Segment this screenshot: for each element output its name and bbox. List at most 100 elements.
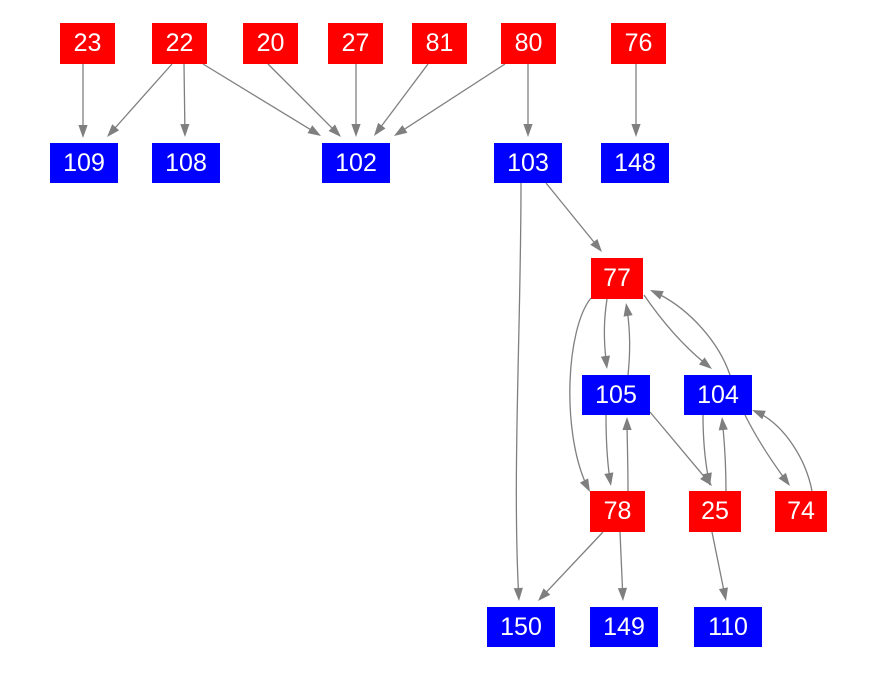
graph-node-label: 104	[697, 380, 739, 409]
graph-node-label: 27	[341, 29, 370, 57]
graph-node-110[interactable]: 110	[694, 607, 762, 647]
edge-arrowhead	[718, 417, 728, 431]
edge-line	[626, 416, 629, 492]
graph-edge-78-to-105	[622, 416, 632, 492]
edge-arrowhead	[623, 303, 633, 317]
graph-node-23[interactable]: 23	[60, 23, 115, 64]
graph-node-102[interactable]: 102	[322, 143, 390, 183]
edge-line	[625, 302, 631, 376]
graph-edge-104-to-77	[649, 289, 731, 376]
graph-edge-80-to-102	[393, 63, 506, 137]
edge-arrowhead	[600, 355, 611, 369]
graph-edge-25-to-104	[718, 416, 728, 492]
graph-node-81[interactable]: 81	[412, 23, 467, 64]
graph-node-104[interactable]: 104	[684, 375, 752, 415]
graph-node-78[interactable]: 78	[590, 491, 645, 532]
graph-node-22[interactable]: 22	[152, 23, 207, 64]
graph-edge-77-to-104	[643, 294, 713, 370]
graph-edge-78-to-150	[537, 531, 604, 602]
graph-edge-78-to-149	[617, 531, 628, 602]
graph-edge-74-to-104	[751, 409, 813, 492]
edge-line	[744, 414, 791, 487]
graph-node-label: 23	[73, 29, 102, 57]
edge-line	[702, 414, 711, 487]
graph-node-76[interactable]: 76	[611, 23, 666, 64]
graph-edge-23-to-109	[78, 64, 88, 138]
graph-node-25[interactable]: 25	[689, 491, 741, 532]
graph-edge-104-to-74	[744, 414, 791, 487]
graph-node-label: 103	[507, 148, 549, 177]
edge-arrowhead	[374, 122, 386, 136]
edge-arrowhead	[394, 125, 408, 136]
edge-arrowhead	[579, 478, 590, 492]
edge-arrowhead	[351, 124, 361, 137]
edge-line	[267, 63, 342, 138]
edge-line	[515, 182, 522, 602]
graph-node-label: 148	[614, 148, 656, 177]
graph-edge-104-to-25	[702, 414, 712, 487]
edge-arrowhead	[107, 124, 120, 137]
graph-edge-25-to-110	[711, 531, 728, 602]
graph-node-label: 105	[595, 380, 637, 409]
graph-edge-81-to-102	[373, 63, 429, 137]
graph-node-103[interactable]: 103	[494, 143, 562, 183]
graph-node-20[interactable]: 20	[243, 23, 298, 64]
edge-line	[605, 414, 612, 487]
graph-node-27[interactable]: 27	[328, 23, 383, 64]
graph-node-label: 109	[63, 148, 105, 177]
edge-arrowhead	[523, 124, 533, 137]
graph-node-109[interactable]: 109	[50, 143, 118, 183]
edge-arrowhead	[702, 472, 712, 486]
graph-node-label: 74	[787, 497, 815, 525]
graph-node-label: 22	[165, 29, 194, 57]
graph-edge-22-to-102	[202, 63, 322, 137]
graph-node-149[interactable]: 149	[590, 607, 658, 647]
graph-node-label: 78	[603, 497, 632, 525]
graph-node-74[interactable]: 74	[775, 491, 827, 532]
edge-arrowhead	[78, 125, 88, 138]
graph-edge-27-to-102	[351, 64, 361, 137]
edge-arrowhead	[513, 587, 523, 601]
edge-line	[393, 63, 506, 137]
graph-node-label: 102	[335, 148, 377, 177]
edge-line	[537, 531, 604, 602]
edge-arrowhead	[617, 587, 628, 601]
graph-node-105[interactable]: 105	[582, 375, 650, 415]
graph-edge-22-to-109	[106, 63, 173, 138]
graph-node-label: 81	[425, 29, 454, 57]
graph-edge-76-to-148	[631, 64, 641, 137]
graph-edge-77-to-105	[600, 298, 611, 370]
edge-arrowhead	[631, 124, 641, 137]
graph-node-label: 150	[500, 612, 542, 641]
graph-node-77[interactable]: 77	[591, 258, 643, 299]
edge-line	[649, 411, 713, 487]
edge-line	[569, 297, 592, 493]
edge-arrowhead	[180, 123, 190, 137]
graph-node-label: 20	[256, 29, 285, 57]
edge-line	[721, 416, 727, 492]
edge-line	[545, 182, 603, 253]
edge-arrowhead	[650, 290, 664, 300]
edge-arrowhead	[622, 417, 632, 431]
graph-node-label: 25	[701, 497, 729, 525]
edge-arrowhead	[778, 472, 790, 486]
graph-edge-103-to-150	[513, 182, 523, 602]
graph-node-148[interactable]: 148	[601, 143, 669, 183]
graph-node-label: 80	[514, 29, 543, 57]
edge-arrowhead	[752, 410, 766, 420]
graph-node-150[interactable]: 150	[487, 607, 555, 647]
graph-node-80[interactable]: 80	[501, 23, 556, 64]
graph-edge-22-to-108	[180, 63, 190, 138]
edge-line	[603, 298, 608, 370]
graph-node-label: 110	[708, 612, 748, 641]
edge-arrowhead	[604, 472, 614, 486]
graph-node-label: 108	[165, 148, 207, 177]
graph-edge-20-to-102	[267, 63, 342, 138]
edge-line	[649, 289, 731, 376]
graph-node-108[interactable]: 108	[152, 143, 220, 183]
edge-arrowhead	[538, 588, 551, 601]
graph-edge-80-to-103	[523, 64, 533, 137]
graph-node-label: 76	[624, 29, 653, 57]
